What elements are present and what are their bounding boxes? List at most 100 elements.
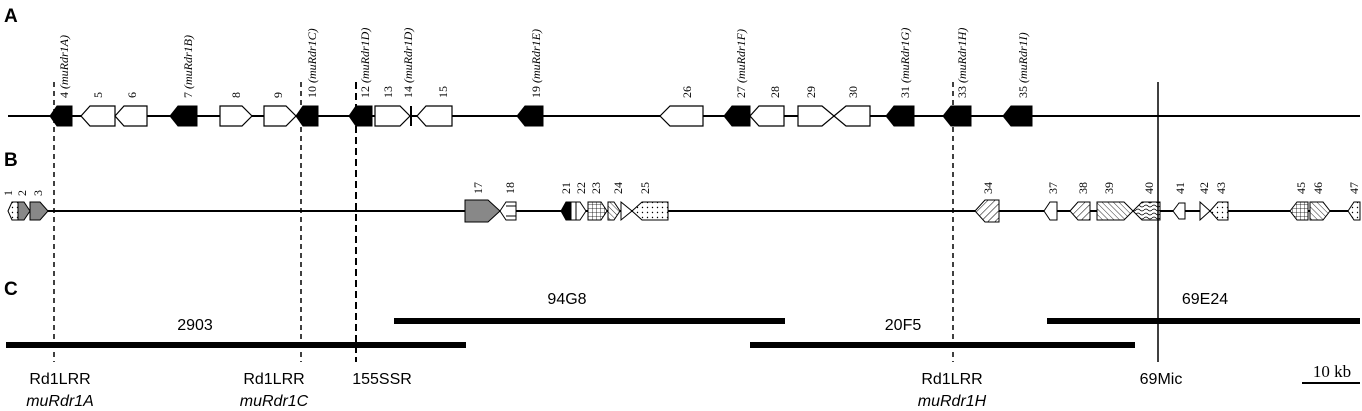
clone-bar-20F5 [750,342,1135,348]
gene-label: 4(muRdr1A) [57,35,71,98]
gene-label: 38 [1076,182,1090,194]
gene-label: 6 [125,92,139,98]
gene-label: 18 [503,182,517,194]
gene-arrow [464,199,501,223]
gene-label: 37 [1046,182,1060,194]
clone-bar-2903 [6,342,466,348]
gene-arrow [1043,201,1058,221]
row-b-genes [7,199,1361,223]
marker-label: 69Mic [1140,371,1183,388]
marker-gene-name: muRdr1A [26,393,94,410]
gene-label: 35(muRdr1I) [1016,32,1030,98]
gene-arrow [974,199,1000,223]
row-b-labels: 1 2 3 17 18 21 22 23 24 25 34 37 38 39 4… [1,182,1361,196]
gene-arrow [1289,201,1309,221]
gene-arrow [723,105,751,127]
marker-label: Rd1LRR [243,371,304,388]
gene-arrow [570,201,587,221]
clone-label-20F5: 20F5 [885,317,922,334]
gene-label: 47 [1347,182,1361,194]
gene-label: 26 [680,86,694,98]
clone-bar-69E24 [1047,318,1360,324]
scale-bar: 10 kb [1302,362,1360,384]
gene-label: 29 [804,86,818,98]
gene-label: 28 [768,86,782,98]
gene-label: 5 [91,92,105,98]
row-a-genes [49,105,1033,127]
marker-labels: Rd1LRR muRdr1A Rd1LRR muRdr1C 155SSR Rd1… [26,371,1182,410]
gene-arrow [348,105,373,127]
gene-label: 1 [1,190,15,196]
gene-label: 10(muRdr1C) [305,28,319,98]
gene-arrow [587,201,608,221]
gene-arrow [942,105,972,127]
gene-label: 27(muRdr1F) [734,29,748,98]
gene-label: 24 [611,182,625,194]
gene-label: 41 [1173,182,1187,194]
gene-label: 19(muRdr1E) [529,29,543,98]
gene-label: 40 [1142,182,1156,194]
panel-label-b: B [4,150,18,171]
gene-label: 43 [1214,182,1228,194]
gene-label: 39 [1102,182,1116,194]
gene-arrow [833,105,871,127]
gene-arrow [516,105,544,127]
marker-gene-name: muRdr1H [918,393,987,410]
gene-arrow [1172,202,1186,220]
marker-label: Rd1LRR [921,371,982,388]
gene-arrow [1209,201,1229,221]
gene-arrow [374,105,411,127]
marker-label: Rd1LRR [29,371,90,388]
gene-label: 7(muRdr1B) [181,35,195,98]
gene-arrow [49,105,73,127]
gene-arrow [114,105,148,127]
gene-arrow [1069,201,1091,221]
gene-label: 25 [638,182,652,194]
gene-arrow [499,201,517,221]
gene-arrow [1309,201,1331,221]
gene-label: 46 [1311,182,1325,194]
gene-label: 33(muRdr1H) [955,28,969,98]
row-a-labels: 4(muRdr1A) 5 6 7(muRdr1B) 8 9 10(muRdr1C… [57,28,1030,98]
gene-arrow [295,105,319,127]
gene-arrow [1002,105,1033,127]
gene-label: 3 [31,190,45,196]
clone-label-69E24: 69E24 [1182,291,1228,308]
gene-arrow [169,105,198,127]
marker-gene-name: muRdr1C [240,393,309,410]
gene-label: 23 [589,182,603,194]
gene-arrow [263,105,297,127]
gene-arrow [17,201,31,221]
gene-arrow [1096,201,1134,221]
gene-label: 45 [1294,182,1308,194]
gene-label: 8 [229,92,243,98]
gene-label: 31(muRdr1G) [898,28,912,98]
marker-lines [53,82,1159,362]
gene-arrow [7,201,19,221]
gene-label: 15 [436,86,450,98]
gene-arrow [749,105,785,127]
clone-bar-94G8 [394,318,785,324]
clone-bars: 2903 94G8 20F5 69E24 [6,291,1360,348]
clone-label-2903: 2903 [177,317,213,334]
gene-label: 12(muRdr1D) [358,28,372,98]
gene-arrow [797,105,835,127]
gene-arrow [885,105,915,127]
gene-arrow [659,105,704,127]
scale-bar-label: 10 kb [1313,362,1351,381]
gene-arrow [607,201,621,221]
gene-label: 13 [381,86,395,98]
gene-label: 22 [574,182,588,194]
clone-label-94G8: 94G8 [547,291,586,308]
gene-arrow [29,201,49,221]
gene-label: 2 [15,190,29,196]
gene-arrow [560,201,572,221]
panel-label-a: A [4,6,18,27]
gene-label: 30 [846,86,860,98]
gene-label: 42 [1197,182,1211,194]
gene-label: 17 [471,182,485,194]
panel-label-c: C [4,279,18,300]
gene-label: 34 [981,182,995,194]
gene-arrow [1347,201,1361,221]
